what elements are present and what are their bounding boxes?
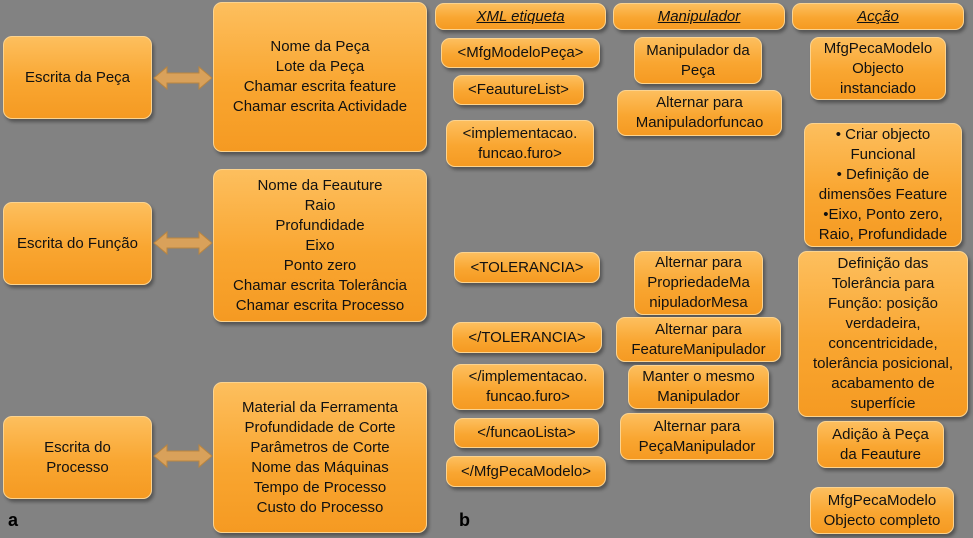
text-line: funcao.furo> [478,144,562,162]
text-line: tolerância posicional, [812,355,954,372]
details-processo: Material da Ferramenta Profundidade de C… [213,382,427,533]
label-text: Escrita do Processo [44,438,111,476]
text-line: </MfgPecaModelo> [460,462,592,480]
text-line: Alternar para [655,320,742,338]
detail-item: Raio [304,196,336,214]
text-line: <FeautureList> [468,81,569,98]
label-escrita-funcao: Escrita do Função [3,202,152,285]
xml-tag: <MfgModeloPeça> [441,38,600,68]
text-line: <MfgModeloPeça> [457,44,584,61]
double-arrow-icon [153,443,213,469]
header-xml-etiqueta: XML etiqueta [435,3,606,30]
text-line: Alternar para [655,254,742,271]
detail-item: Custo do Processo [256,498,384,516]
detail-item: Material da Ferramenta [242,398,398,416]
xml-tag: <TOLERANCIA> [454,252,600,283]
text-line: Função: posição [827,295,939,312]
panel-letter-a: a [8,510,19,530]
text-line: Alternar para [656,94,743,111]
text-line: nipuladorMesa [649,294,748,311]
header-manipulador: Manipulador [613,3,785,30]
xml-tag: </funcaoLista> [454,418,599,448]
text-line: Manipulador da [646,41,750,59]
text-line: Manipuladorfuncao [635,114,764,131]
label-text: Escrita do Função [17,234,138,252]
label-text: Escrita da Peça [24,68,131,86]
text-line: funcao.furo> [486,388,570,405]
text-line: acabamento de [831,375,935,392]
text-line: verdadeira, [845,315,921,332]
label-escrita-peca: Escrita da Peça [3,36,152,119]
detail-item: Profundidade de Corte [244,418,396,436]
accao-item: Adição à Peça da Feauture [817,421,944,468]
label-escrita-processo: Escrita do Processo [3,416,152,499]
detail-item: Nome da Peça [270,38,370,55]
details-funcao: Nome da Feauture Raio Profundidade Eixo … [213,169,427,322]
text-line: Definição das [837,255,929,272]
text-line: </funcaoLista> [477,424,576,441]
detail-item: Chamar escrita Processo [235,296,405,314]
text-line: •Eixo, Ponto zero, [823,206,943,223]
text-line: Manipulador [657,388,740,405]
manipulador-item: Manipulador da Peça [634,37,762,84]
text-line: PropriedadeMa [647,274,750,291]
double-arrow-icon [153,65,213,91]
text-line: • Definição de [836,166,930,183]
xml-tag: <implementacao. funcao.furo> [446,120,594,167]
text-line: instanciado [840,79,916,97]
detail-item: Chamar escrita Tolerância [233,276,407,294]
text-line: Objecto [852,59,904,77]
text-line: Raio, Profundidade [818,226,948,243]
text-line: Objecto completo [823,511,941,529]
text-line: Peça [680,61,716,79]
text-line: <implementacao. [462,124,578,142]
detail-item: Profundidade [275,216,365,234]
xml-tag: <FeautureList> [453,75,584,105]
text-line: Funcional [850,146,916,163]
text-line: Adição à Peça [832,425,929,443]
panel-letter-b: b [459,510,470,530]
xml-tag: </implementacao. funcao.furo> [452,364,604,410]
text-line: concentricidade, [828,335,938,352]
text-line: Manter o mesmo [642,368,755,385]
text-line: FeatureManipulador [631,340,766,358]
detail-item: Eixo [305,236,335,254]
text-line: superfície [850,395,916,412]
double-arrow-icon [153,230,213,256]
text-line: </implementacao. [468,368,588,385]
xml-tag: </TOLERANCIA> [452,322,602,353]
detail-item: Chamar escrita feature [243,78,397,95]
text-line: da Feauture [840,445,921,463]
detail-item: Nome das Máquinas [251,458,389,476]
detail-item: Nome da Feauture [257,176,383,194]
header-accao: Acção [792,3,964,30]
text-line: Alternar para [653,417,741,435]
detail-item: Ponto zero [283,256,357,274]
xml-tag: </MfgPecaModelo> [446,456,606,487]
detail-item: Parâmetros de Corte [250,438,390,456]
text-line: Tolerância para [831,275,935,292]
text-line: MfgPecaModelo [823,39,933,57]
detail-item: Lote da Peça [275,58,365,75]
text-line: <TOLERANCIA> [470,258,584,276]
text-line: MfgPecaModelo [827,491,937,509]
detail-item: Tempo de Processo [253,478,387,496]
text-line: PeçaManipulador [638,437,756,455]
text-line: • Criar objecto [835,126,931,143]
details-peca: Nome da Peça Lote da Peça Chamar escrita… [213,2,427,152]
text-line: </TOLERANCIA> [468,328,586,346]
detail-item: Chamar escrita Actividade [232,98,408,115]
text-line: dimensões Feature [818,186,948,203]
